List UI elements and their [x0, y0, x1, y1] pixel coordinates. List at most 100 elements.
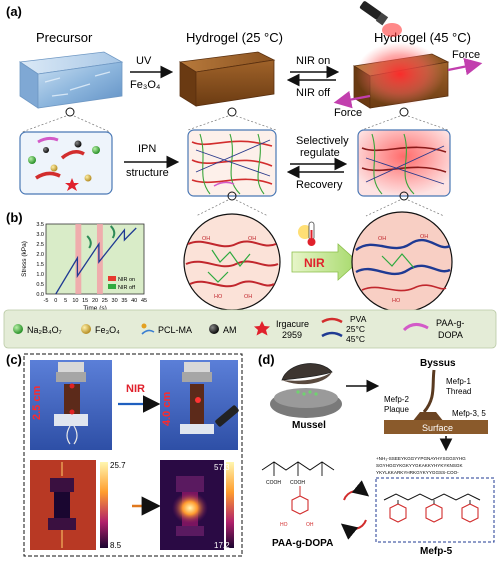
legend-swatch-2: [108, 284, 116, 289]
panel-c-label: (c): [6, 352, 22, 367]
nir-off-label: NIR off: [296, 87, 331, 99]
length-before-label: 2.5 cm: [31, 386, 43, 420]
force-left-label: Force: [334, 107, 362, 119]
x-tick-label-0: -5: [44, 298, 49, 304]
pva-strands-icon: [321, 317, 343, 338]
mimic-cycle-icon: [340, 480, 370, 540]
hydrogel-25-title: Hydrogel (25 °C): [186, 30, 283, 45]
y-tick-label-4: 2.0: [36, 252, 44, 258]
byssus-diagram: Byssus Surface Mefp-1 Thread Mefp-2 Plaq…: [384, 358, 488, 434]
nir-on-band-1: [75, 224, 82, 294]
mefp5-structure: Mefp-5: [375, 477, 495, 557]
black-sphere-icon: [209, 324, 219, 334]
legend-irgacure: Irgacure 2959: [254, 319, 309, 340]
nir-arrow-label: NIR: [304, 256, 325, 270]
precursor-block: [18, 51, 124, 117]
ipn-label-2: structure: [126, 167, 169, 179]
ho-label-2: HO: [392, 298, 401, 304]
x-tick-label-3: 10: [72, 298, 78, 304]
hydrogel-45-block: [352, 42, 450, 117]
laser-pointer-icon: [215, 405, 239, 427]
regulate-arrows: Selectively regulate Recovery: [286, 135, 349, 191]
selectively-label-2: regulate: [300, 147, 340, 159]
panel-d: (d) Mussel Byssus Surface Mefp-1 Thread …: [258, 352, 495, 557]
legend-irgacure-label-1: Irgacure: [276, 319, 309, 329]
legend-am-label: AM: [223, 325, 237, 335]
mefp2-label-1: Mefp-2: [384, 395, 409, 404]
y-tick-label-2: 1.0: [36, 272, 44, 278]
uv-label: UV: [136, 55, 152, 67]
molecular-circle-45: OH OH HO: [351, 211, 453, 313]
mefp2-label-2: Plaque: [384, 405, 409, 414]
nir-arrow-c-label: NIR: [126, 383, 145, 395]
oh-label-1: OH: [202, 236, 210, 242]
fe3o4-label: Fe₃O₄: [130, 79, 161, 91]
dopa-oh-1: HO: [280, 522, 288, 528]
nir-toggle-arrows: NIR on NIR off: [286, 55, 340, 99]
x-tick-label-4: 15: [82, 298, 88, 304]
thermal-after: 57.3 17.2: [160, 460, 234, 550]
recovery-label: Recovery: [296, 179, 343, 191]
x-tick-label-1: 0: [54, 298, 57, 304]
force-right-label: Force: [452, 49, 480, 61]
nir-arrow-b: NIR: [291, 243, 359, 281]
x-tick-label-7: 30: [112, 298, 118, 304]
legend-fe3o4: Fe₃O₄: [81, 324, 120, 335]
colorbar-left: [100, 462, 108, 548]
molecular-circle-25: OH OH HO OH: [183, 213, 281, 311]
y-axis-label: Stress (kPa): [21, 241, 28, 277]
x-tick-label-8: 35: [121, 298, 127, 304]
precursor-inset: [19, 131, 113, 195]
scale-left-min: 8.5: [110, 541, 122, 550]
y-tick-label-5: 2.5: [36, 242, 44, 248]
y-tick-label-6: 3.0: [36, 232, 44, 238]
thermometer-icon: [298, 221, 316, 246]
mefp1-label-2: Thread: [446, 387, 471, 396]
nir-on-band-2: [96, 224, 103, 294]
ipn-label-1: IPN: [138, 143, 156, 155]
scale-right-max: 57.3: [214, 463, 230, 472]
scale-left-max: 25.7: [110, 461, 126, 470]
cooh-2: COOH: [290, 480, 305, 486]
precursor-title: Precursor: [36, 30, 93, 45]
legend-irgacure-label-2: 2959: [282, 330, 302, 340]
photo-after: 4.0 cm: [160, 360, 239, 450]
mefp5-label: Mefp-5: [420, 546, 453, 557]
thermal-before: 25.7 8.5: [30, 460, 126, 550]
mefp1-label-1: Mefp-1: [446, 377, 471, 386]
red-star-icon: [254, 321, 270, 336]
nir-arrow-c: NIR: [118, 383, 161, 413]
panel-a-label: (a): [6, 4, 22, 19]
legend-pcl-ma: PCL-MA: [141, 323, 192, 335]
material-legend: Na₂B₄O₇ Fe₃O₄ PCL-MA AM Irgacure 2959: [3, 309, 497, 349]
hydrogel-25-block: [178, 51, 276, 117]
seq-line-3: YKYLKKARKYHRKGYKYYGGSS-COO-: [376, 470, 459, 475]
legend-pva-45: 45°C: [346, 334, 365, 344]
y-tick-label-1: 0.5: [36, 282, 44, 288]
legend-paa-label-1: PAA-g-: [436, 318, 464, 328]
legend-pva: PVA 25°C 45°C: [321, 314, 367, 344]
x-tick-label-6: 25: [102, 298, 108, 304]
legend-label-1: NIR on: [118, 277, 135, 283]
x-tick-label-5: 20: [92, 298, 98, 304]
legend-paa-label-2: DOPA: [438, 330, 463, 340]
legend-fe3o4-label: Fe₃O₄: [95, 325, 120, 335]
length-after-label: 4.0 cm: [161, 392, 173, 426]
seq-line-1: +NH₃-SSEEYKGGYYPGNAYHYSGGSYHG: [376, 456, 466, 461]
ipn-arrow: IPN structure: [124, 143, 180, 179]
x-axis-label: Time (s): [83, 305, 107, 312]
force-arrows: Force Force: [333, 49, 483, 119]
recovery-arrow-1: [86, 235, 92, 249]
panel-c: (c) 2.5 cm NIR 4.0 cm: [6, 352, 243, 557]
mefp35-label: Mefp-3, 5: [452, 409, 486, 418]
paa-strand-icon: [402, 323, 429, 332]
panel-d-label: (d): [258, 352, 275, 367]
legend-pva-label: PVA: [350, 314, 367, 324]
zoom-lines-a: [21, 115, 449, 133]
ho-label-1: HO: [214, 294, 223, 300]
y-tick-label-0: 0.0: [36, 292, 44, 298]
x-tick-label-9: 40: [131, 298, 137, 304]
